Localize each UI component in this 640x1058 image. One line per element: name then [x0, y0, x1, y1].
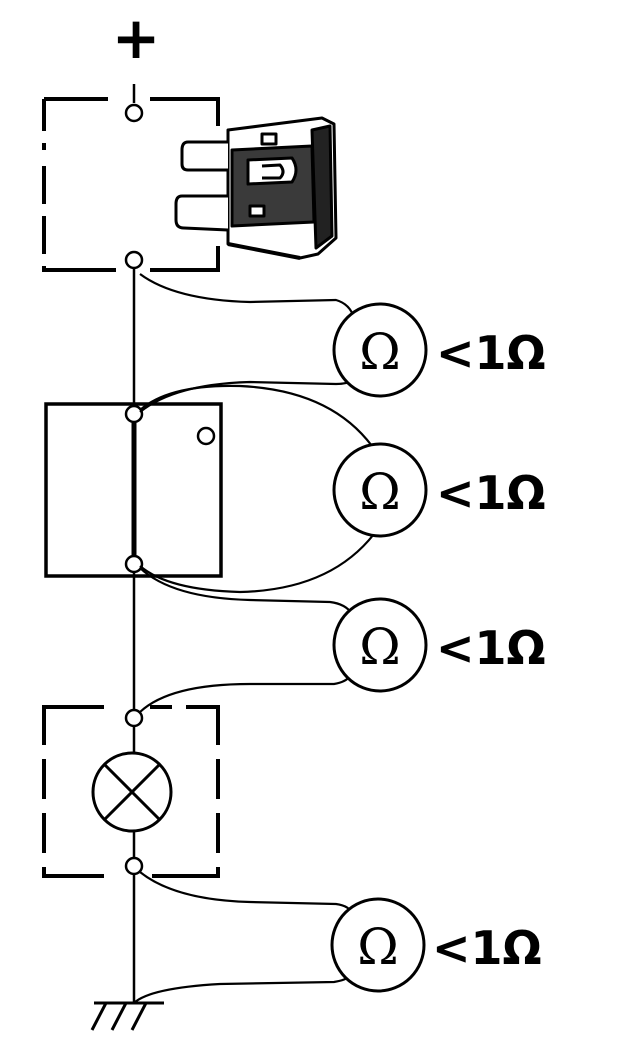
lamp-icon	[91, 751, 173, 833]
switch-box	[44, 402, 223, 578]
meter-reading: <1Ω	[432, 921, 542, 975]
ground-icon	[90, 1001, 164, 1031]
ohmmeter-2: Ω <1Ω	[332, 442, 546, 538]
ohmmeter-icon	[332, 302, 428, 398]
ohmmeter-1: Ω <1Ω	[332, 302, 546, 398]
ohmmeter-symbol: Ω	[359, 323, 400, 381]
fuse-terminal-bottom	[124, 250, 144, 270]
lamp-box	[42, 705, 220, 878]
meter-reading: <1Ω	[436, 466, 546, 520]
fuse-icon	[174, 116, 338, 260]
ohmmeter-icon	[330, 897, 426, 993]
ohmmeter-symbol: Ω	[357, 918, 398, 976]
switch-terminal-top	[124, 404, 144, 424]
ohmmeter-symbol: Ω	[359, 618, 400, 676]
lamp-terminal-bottom	[124, 856, 144, 876]
ohmmeter-symbol: Ω	[359, 463, 400, 521]
ohmmeter-3: Ω <1Ω	[332, 597, 546, 693]
meter-reading: <1Ω	[436, 326, 546, 380]
switch-terminal-bottom	[124, 554, 144, 574]
ohmmeter-icon	[332, 442, 428, 538]
fuse-box	[42, 97, 220, 272]
meter-reading: <1Ω	[436, 621, 546, 675]
supply-plus-label: +	[112, 4, 161, 72]
lamp-terminal-top	[124, 708, 144, 728]
switch-terminal-aux	[196, 426, 216, 446]
ohmmeter-icon	[332, 597, 428, 693]
fuse-terminal-top	[124, 103, 144, 123]
ohmmeter-4: Ω <1Ω	[330, 897, 542, 993]
